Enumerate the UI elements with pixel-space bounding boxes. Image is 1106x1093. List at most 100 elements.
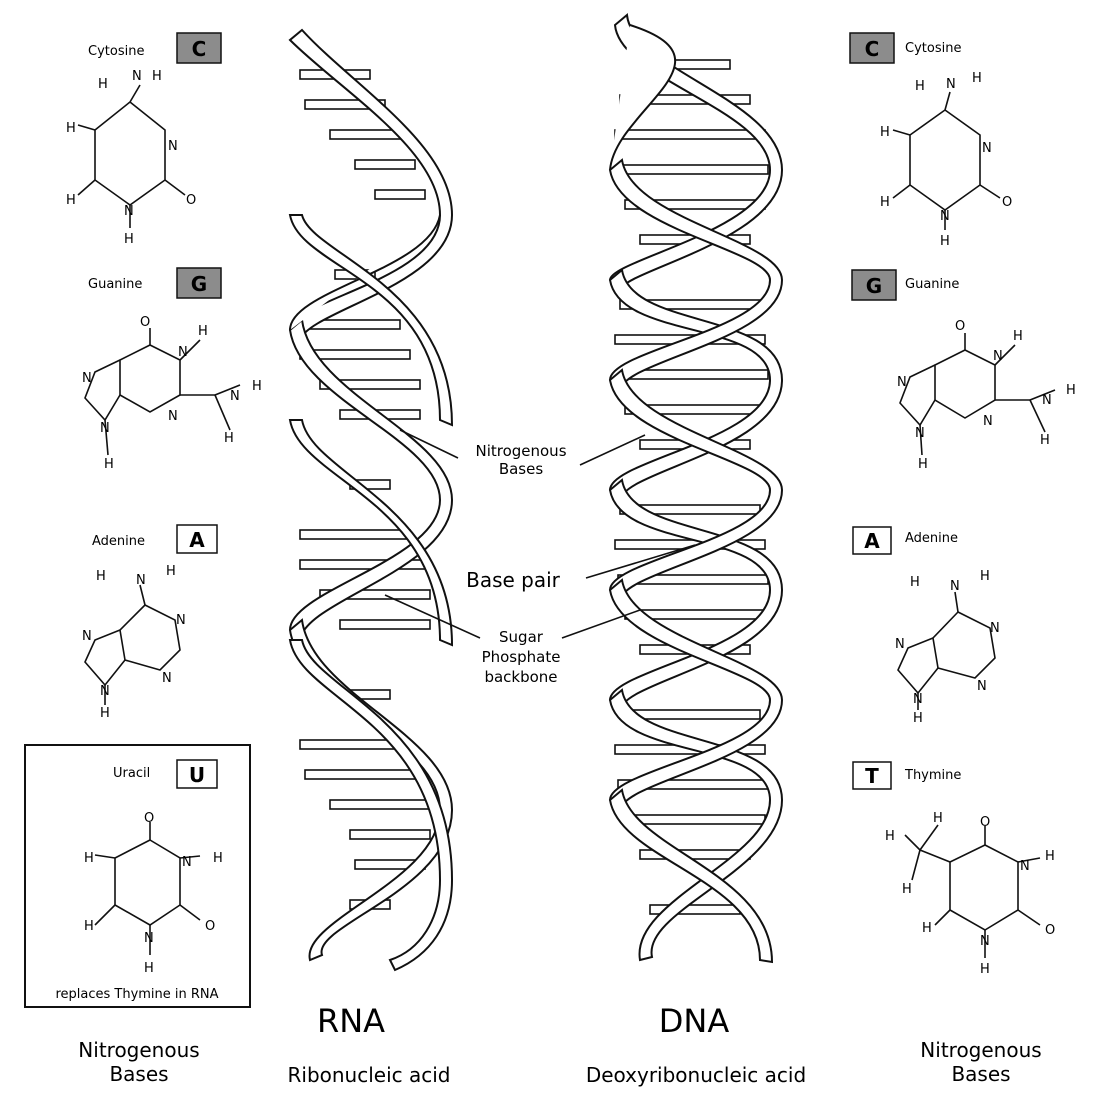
svg-text:N: N xyxy=(983,414,993,429)
svg-text:H: H xyxy=(933,811,943,826)
svg-text:N: N xyxy=(100,684,110,699)
sugar-phosphate-label: Sugar Phosphate backbone xyxy=(384,594,641,686)
right-guanine-name: Guanine xyxy=(905,277,959,292)
svg-text:N: N xyxy=(940,209,950,224)
svg-text:N: N xyxy=(162,671,172,686)
svg-text:N: N xyxy=(168,409,178,424)
rna-title: RNA xyxy=(317,1002,385,1040)
left-guanine: Guanine G O H N N N N H H N H xyxy=(82,267,262,472)
svg-text:H: H xyxy=(1045,849,1055,864)
svg-text:N: N xyxy=(176,613,186,628)
rna-title-block: RNA Ribonucleic acid xyxy=(287,1002,450,1087)
nitrogenous-bases-label: Nitrogenous Bases xyxy=(399,429,646,478)
rna-subtitle: Ribonucleic acid xyxy=(287,1063,450,1087)
svg-text:Base pair: Base pair xyxy=(466,568,561,592)
svg-text:T: T xyxy=(865,764,879,788)
svg-text:C: C xyxy=(865,37,880,61)
svg-text:N: N xyxy=(182,855,192,870)
svg-text:N: N xyxy=(977,679,987,694)
center-labels: Nitrogenous Bases Base pair Sugar Phosph… xyxy=(384,429,696,686)
svg-text:Sugar: Sugar xyxy=(499,628,544,646)
dna-title-block: DNA Deoxyribonucleic acid xyxy=(586,1002,806,1087)
right-adenine-badge: A xyxy=(852,526,892,555)
svg-text:A: A xyxy=(864,529,880,553)
svg-text:N: N xyxy=(1042,393,1052,408)
svg-text:O: O xyxy=(955,319,965,334)
svg-text:backbone: backbone xyxy=(484,668,557,686)
rna-helix xyxy=(288,28,454,972)
svg-text:N: N xyxy=(915,426,925,441)
dna-helix xyxy=(608,13,784,964)
svg-text:H: H xyxy=(980,569,990,584)
svg-text:O: O xyxy=(144,811,154,826)
svg-text:O: O xyxy=(140,315,150,330)
svg-text:H: H xyxy=(96,569,106,584)
svg-text:N: N xyxy=(178,345,188,360)
svg-text:H: H xyxy=(885,829,895,844)
left-cytosine: Cytosine C H N H H N O H N H xyxy=(66,32,222,247)
svg-text:N: N xyxy=(897,375,907,390)
uracil-structure: O H N H O H N H xyxy=(84,811,223,976)
right-cytosine-name: Cytosine xyxy=(905,41,961,56)
left-adenine-badge: A xyxy=(176,524,218,554)
svg-text:N: N xyxy=(895,637,905,652)
svg-text:H: H xyxy=(913,711,923,726)
left-adenine: Adenine A H N H N N N N H xyxy=(82,524,218,721)
svg-text:H: H xyxy=(880,125,890,140)
svg-text:O: O xyxy=(980,815,990,830)
svg-text:H: H xyxy=(1066,383,1076,398)
svg-text:H: H xyxy=(880,195,890,210)
left-cytosine-structure: H N H H N O H N H xyxy=(66,69,196,247)
svg-text:Bases: Bases xyxy=(499,460,544,478)
right-cytosine-badge: C xyxy=(849,32,895,64)
dna-backbone-b xyxy=(608,24,784,964)
svg-text:H: H xyxy=(213,851,223,866)
uracil-name: Uracil xyxy=(113,766,150,781)
svg-text:N: N xyxy=(990,621,1000,636)
svg-text:N: N xyxy=(168,139,178,154)
svg-text:N: N xyxy=(136,573,146,588)
svg-text:Nitrogenous: Nitrogenous xyxy=(920,1038,1041,1062)
left-guanine-badge: G xyxy=(176,267,222,299)
svg-text:Nitrogenous: Nitrogenous xyxy=(475,442,566,460)
svg-text:H: H xyxy=(66,121,76,136)
svg-text:H: H xyxy=(66,193,76,208)
svg-text:Bases: Bases xyxy=(951,1062,1010,1086)
right-cytosine: C Cytosine H N H H N O H N H xyxy=(849,32,1012,249)
base-pair-label: Base pair xyxy=(466,544,696,592)
right-cytosine-structure: H N H H N O H N H xyxy=(880,71,1012,249)
svg-text:H: H xyxy=(902,882,912,897)
svg-text:H: H xyxy=(124,232,134,247)
left-footer: Nitrogenous Bases xyxy=(78,1038,199,1086)
svg-text:H: H xyxy=(104,457,114,472)
left-adenine-name: Adenine xyxy=(92,534,145,549)
svg-text:N: N xyxy=(982,141,992,156)
svg-text:H: H xyxy=(972,71,982,86)
right-thymine-name: Thymine xyxy=(904,768,961,783)
right-adenine-name: Adenine xyxy=(905,531,958,546)
right-guanine: G Guanine O H N N N N H H N H xyxy=(851,269,1076,472)
svg-text:N: N xyxy=(100,421,110,436)
right-thymine-structure: O H H H N H O H N H xyxy=(885,811,1055,977)
svg-text:H: H xyxy=(166,564,176,579)
svg-text:N: N xyxy=(980,934,990,949)
svg-text:N: N xyxy=(993,349,1003,364)
svg-text:H: H xyxy=(252,379,262,394)
svg-text:N: N xyxy=(230,389,240,404)
svg-text:Nitrogenous: Nitrogenous xyxy=(78,1038,199,1062)
svg-text:O: O xyxy=(1002,195,1012,210)
svg-text:H: H xyxy=(980,962,990,977)
left-guanine-name: Guanine xyxy=(88,277,142,292)
svg-text:A: A xyxy=(189,528,205,552)
svg-text:H: H xyxy=(918,457,928,472)
svg-text:H: H xyxy=(1040,433,1050,448)
svg-text:H: H xyxy=(1013,329,1023,344)
svg-text:N: N xyxy=(1020,859,1030,874)
svg-text:N: N xyxy=(124,204,134,219)
right-adenine: A Adenine H N H N N N N H xyxy=(852,526,1000,726)
svg-text:N: N xyxy=(946,77,956,92)
dna-backbone-a xyxy=(608,13,784,962)
svg-text:Phosphate: Phosphate xyxy=(482,648,561,666)
svg-text:O: O xyxy=(1045,923,1055,938)
svg-text:H: H xyxy=(910,575,920,590)
